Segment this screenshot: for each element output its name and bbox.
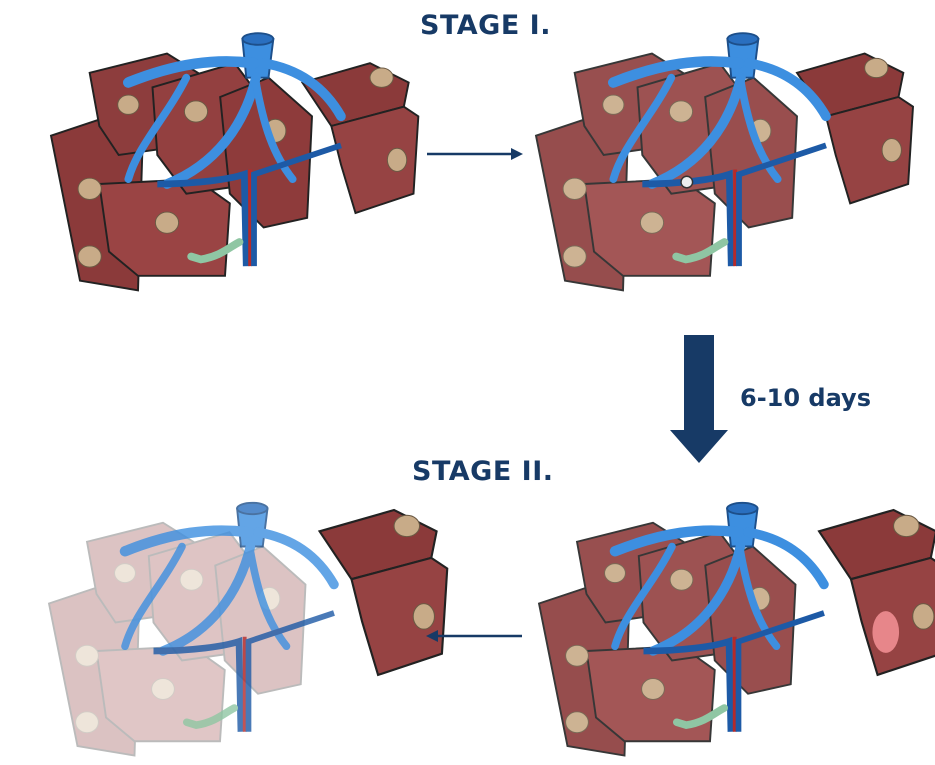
arrow-down-icon (668, 335, 730, 465)
liver-hypertrophy-illustration (505, 480, 915, 765)
interval-label: 6-10 days (740, 384, 871, 412)
arrow-right-icon (425, 144, 525, 164)
arrow-left-icon (424, 626, 524, 646)
liver-after-ligation-illustration (505, 10, 915, 300)
liver-initial-illustration (20, 10, 430, 300)
liver-resection-illustration (10, 480, 430, 765)
